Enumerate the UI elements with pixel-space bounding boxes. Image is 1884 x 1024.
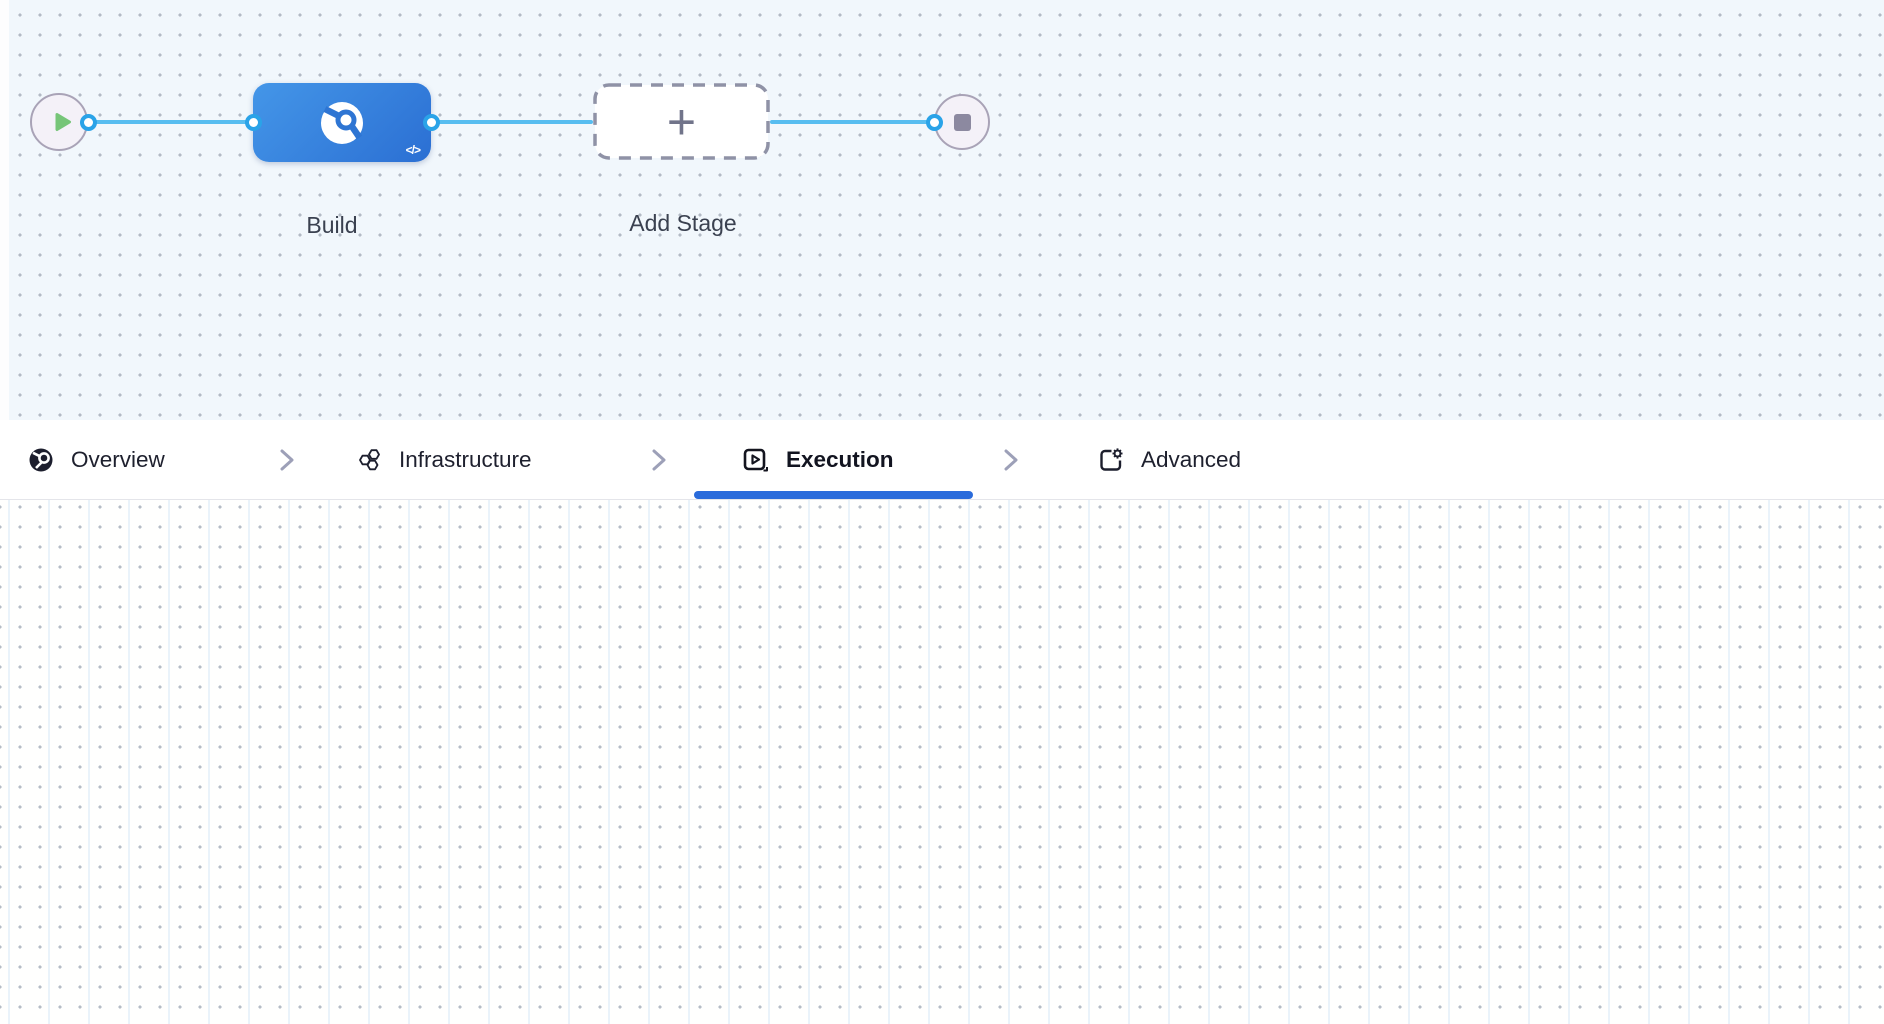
stage-node-build[interactable]: </> bbox=[253, 83, 431, 162]
dashed-border bbox=[593, 83, 770, 160]
tab-label: Execution bbox=[786, 447, 894, 472]
add-stage-button[interactable]: + bbox=[593, 83, 770, 160]
canvas-left-gutter bbox=[0, 0, 9, 420]
pipeline-end-node[interactable] bbox=[934, 94, 990, 150]
tab-label: Advanced bbox=[1141, 447, 1242, 472]
edge bbox=[88, 120, 253, 124]
tab-infrastructure[interactable]: Infrastructure bbox=[358, 420, 532, 500]
tab-advanced[interactable]: Advanced bbox=[1098, 420, 1241, 500]
chevron-right-icon bbox=[652, 449, 666, 471]
stage-tab-bar: Overview Infrastructure bbox=[0, 420, 1884, 500]
connector-port[interactable] bbox=[79, 113, 97, 131]
active-tab-underline bbox=[694, 491, 973, 499]
plus-icon: + bbox=[666, 93, 697, 150]
chevron-right-icon bbox=[280, 449, 294, 471]
execution-graph-canvas[interactable]: </> </> bbox=[0, 500, 1884, 1024]
tab-label: Infrastructure bbox=[399, 447, 532, 472]
edge bbox=[431, 120, 593, 124]
tab-overview[interactable]: Overview bbox=[28, 420, 165, 500]
pipeline-start-node[interactable] bbox=[30, 93, 88, 151]
connector-port[interactable] bbox=[244, 113, 262, 131]
stop-icon bbox=[953, 113, 971, 131]
chevron-right-icon bbox=[1004, 449, 1018, 471]
edge bbox=[770, 120, 934, 124]
ci-build-stage-icon bbox=[321, 101, 363, 144]
stage-graph-canvas[interactable]: </> + Build Add Stage bbox=[0, 0, 1884, 420]
overview-icon bbox=[29, 448, 53, 472]
stage-label: Build bbox=[306, 212, 358, 238]
advanced-icon bbox=[1100, 448, 1123, 471]
connector-port[interactable] bbox=[925, 113, 943, 131]
play-icon bbox=[55, 113, 71, 131]
connector-port[interactable] bbox=[422, 113, 440, 131]
tab-execution[interactable]: Execution bbox=[742, 420, 894, 500]
infrastructure-icon bbox=[359, 449, 380, 471]
code-icon: </> bbox=[405, 143, 421, 157]
tab-label: Overview bbox=[71, 447, 165, 472]
execution-icon bbox=[743, 448, 768, 471]
add-stage-label: Add Stage bbox=[629, 210, 737, 236]
